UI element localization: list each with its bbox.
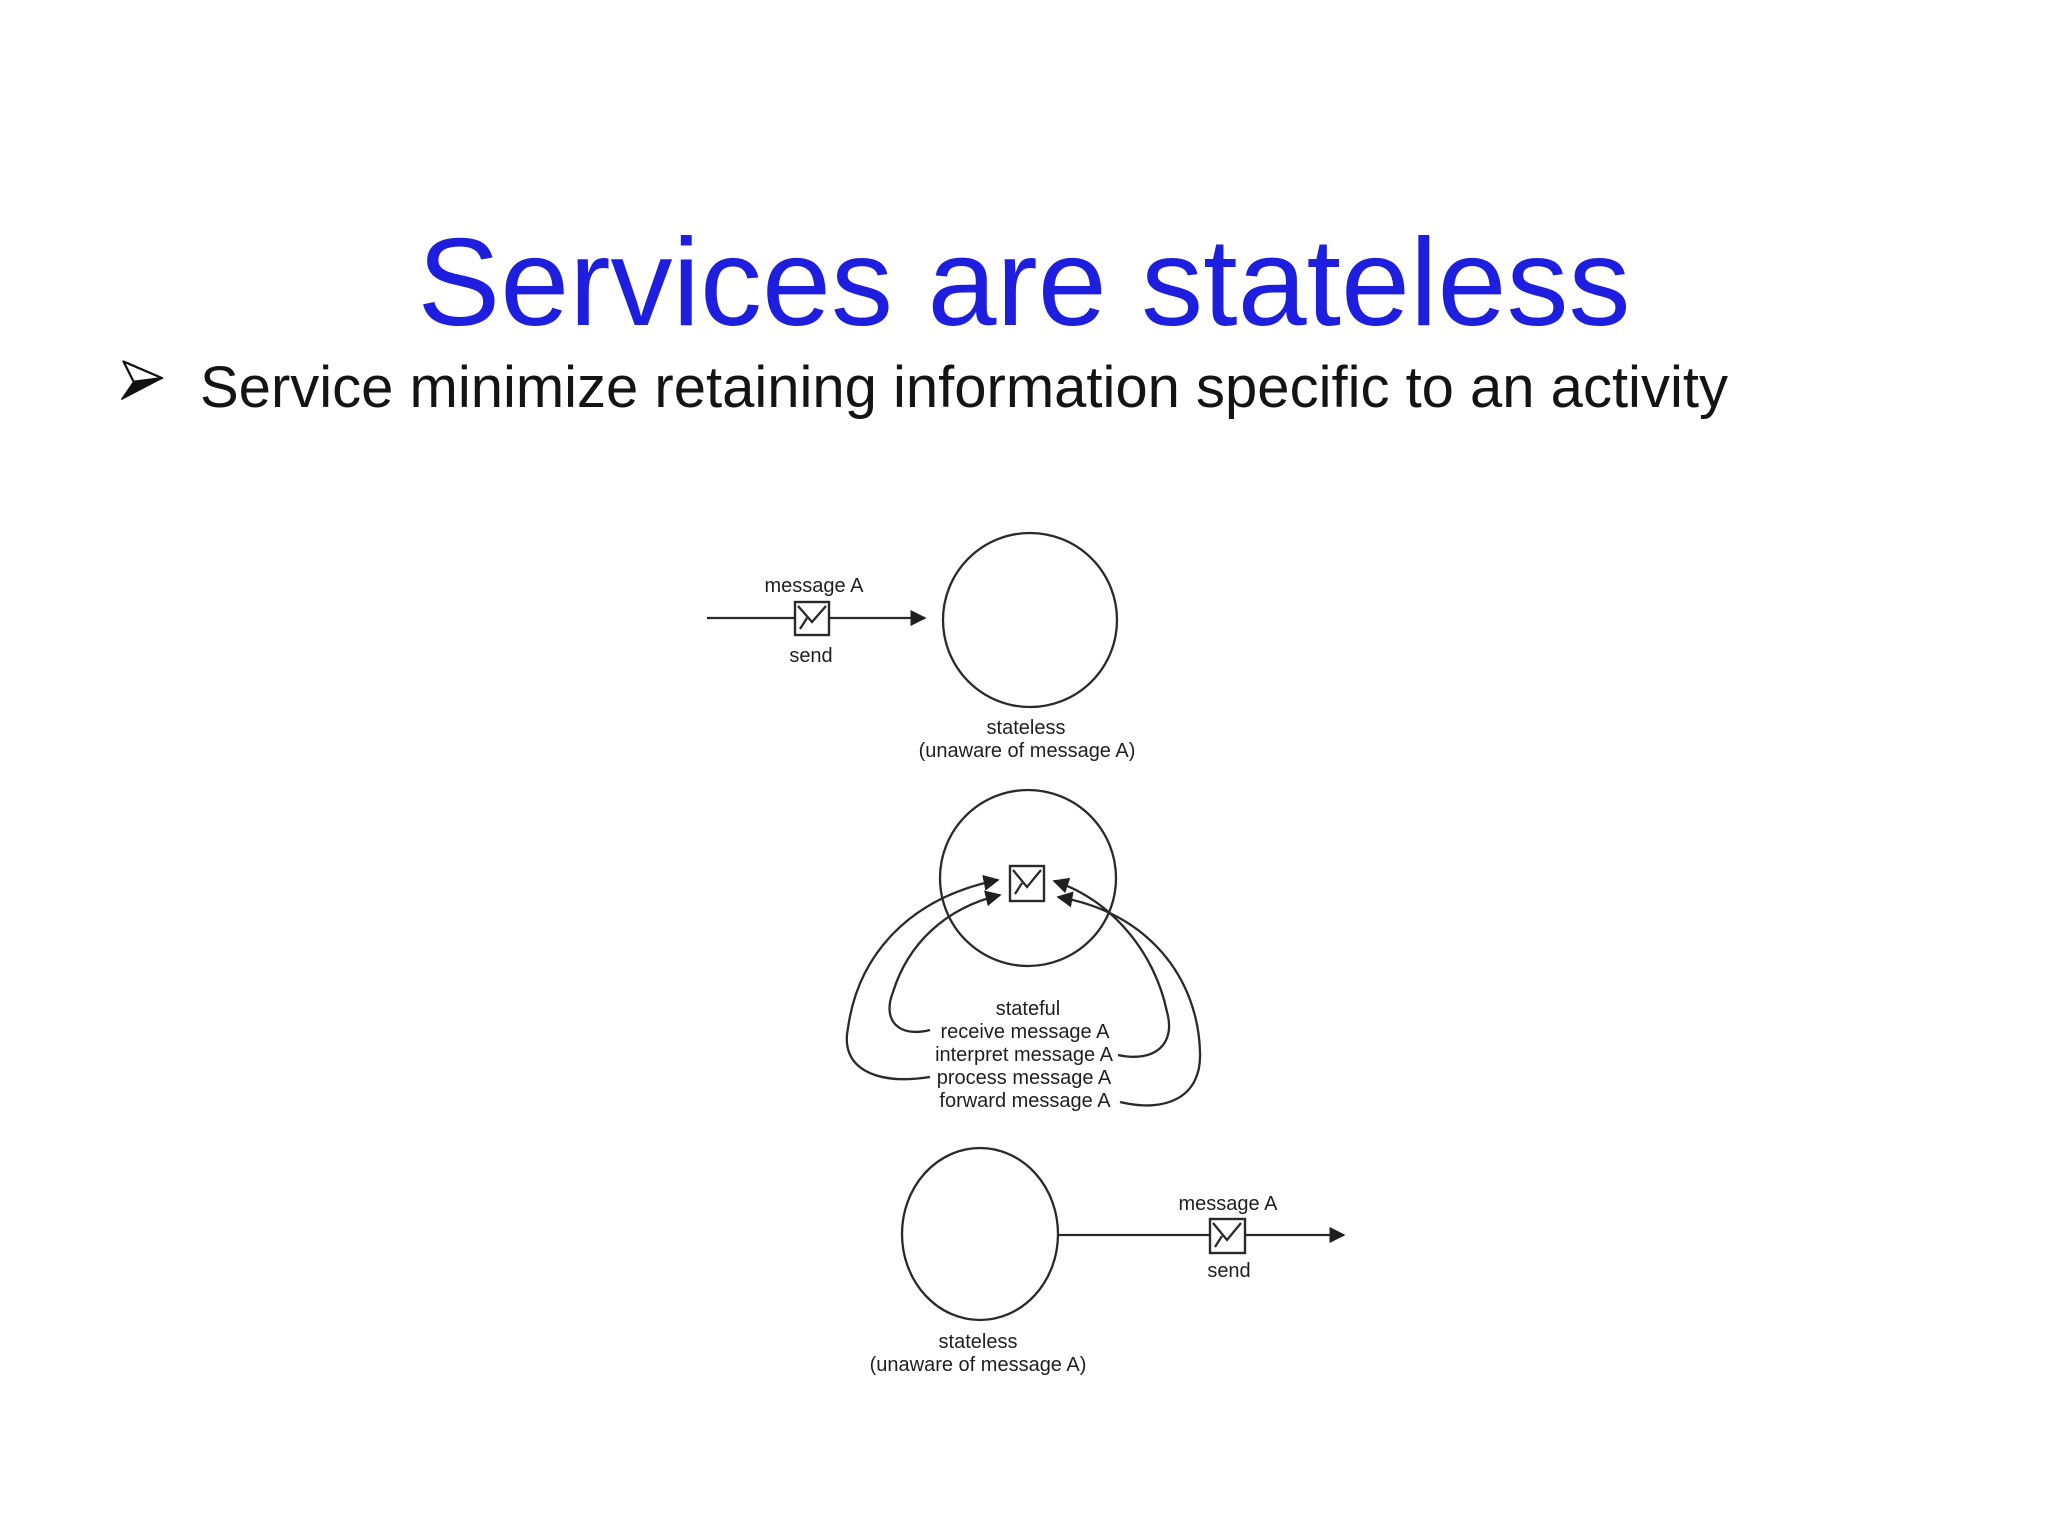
send-label: send [1207, 1260, 1250, 1282]
step-forward: forward message A [939, 1090, 1111, 1112]
message-label: message A [1179, 1193, 1279, 1215]
bullet-text: Service minimize retaining information s… [200, 355, 1728, 420]
message-envelope-icon [1008, 864, 1046, 903]
receive-loop-arrow [888, 890, 1002, 1033]
message-envelope-icon [1208, 1217, 1247, 1255]
interpret-loop-arrow [1052, 877, 1171, 1058]
top-stateless-service: message A send stateless (unaware of mes… [707, 531, 1136, 762]
service-circle [941, 531, 1119, 709]
bottom-stateless-service: message A send stateless (unaware of mes… [870, 1146, 1346, 1376]
service-circle [900, 1146, 1060, 1322]
step-receive: receive message A [941, 1021, 1111, 1043]
send-label: send [789, 645, 832, 667]
stateful-caption: stateful [996, 998, 1060, 1020]
step-interpret: interpret message A [935, 1044, 1114, 1066]
message-envelope-icon [793, 600, 831, 637]
stateless-caption: stateless [987, 717, 1066, 739]
step-process: process message A [937, 1067, 1112, 1089]
stateless-caption: stateless [939, 1331, 1018, 1353]
arrow-bullet-icon [120, 360, 164, 400]
service-circle [938, 788, 1118, 968]
page-title: Services are stateless [417, 214, 1631, 353]
stateless-subcaption: (unaware of message A) [919, 740, 1136, 762]
process-loop-arrow [845, 874, 1000, 1081]
stateful-service: stateful receive message A interpret mes… [845, 788, 1202, 1112]
message-label: message A [765, 575, 865, 597]
forward-loop-arrow [1056, 891, 1202, 1107]
stateless-subcaption: (unaware of message A) [870, 1354, 1087, 1376]
